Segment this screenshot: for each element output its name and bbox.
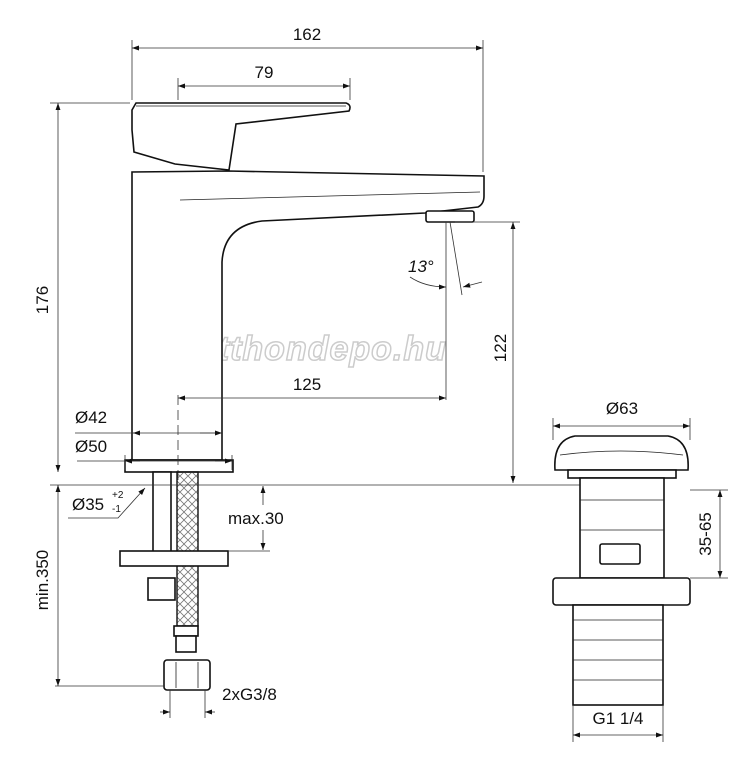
tol-plus: +2 <box>112 490 124 501</box>
threaded-shank <box>152 471 172 553</box>
dim-122: 122 <box>491 334 510 362</box>
dim-35-65: 35-65 <box>696 512 715 555</box>
supply-hose <box>176 471 199 627</box>
hose-nut <box>163 659 211 691</box>
watermark: otthondepo.hu <box>196 330 447 368</box>
waste-thread <box>572 604 664 706</box>
dim-d63: Ø63 <box>606 399 638 418</box>
waste-dimensions: Ø63 35-65 G1 1/4 <box>552 399 728 742</box>
dim-162: 162 <box>293 25 321 44</box>
faucet-handle <box>131 102 351 171</box>
faucet-drawing <box>119 102 485 691</box>
dim-d42: Ø42 <box>75 408 107 427</box>
waste-window <box>599 543 641 565</box>
aerator <box>425 210 475 223</box>
dim-13-deg: 13° <box>408 257 434 276</box>
dim-min350: min.350 <box>33 550 52 610</box>
faucet-base <box>124 459 234 473</box>
dim-g1-1-4: G1 1/4 <box>592 709 643 728</box>
waste-cap <box>554 435 689 471</box>
dim-d35: Ø35 <box>72 495 104 514</box>
dim-2xg38: 2xG3/8 <box>222 685 277 704</box>
shank-nut <box>147 577 176 601</box>
waste-flange <box>552 577 691 606</box>
faucet-body <box>131 170 485 461</box>
tol-minus: -1 <box>112 504 121 515</box>
fixing-plate <box>119 550 229 567</box>
faucet-dimensions: 162 79 176 122 125 13° Ø42 Ø50 min.350 Ø… <box>33 25 620 718</box>
dim-125: 125 <box>293 375 321 394</box>
dim-max30: max.30 <box>228 509 284 528</box>
waste-drawing <box>552 435 691 706</box>
dim-d50: Ø50 <box>75 437 107 456</box>
dim-176: 176 <box>33 286 52 314</box>
dim-79: 79 <box>255 63 274 82</box>
